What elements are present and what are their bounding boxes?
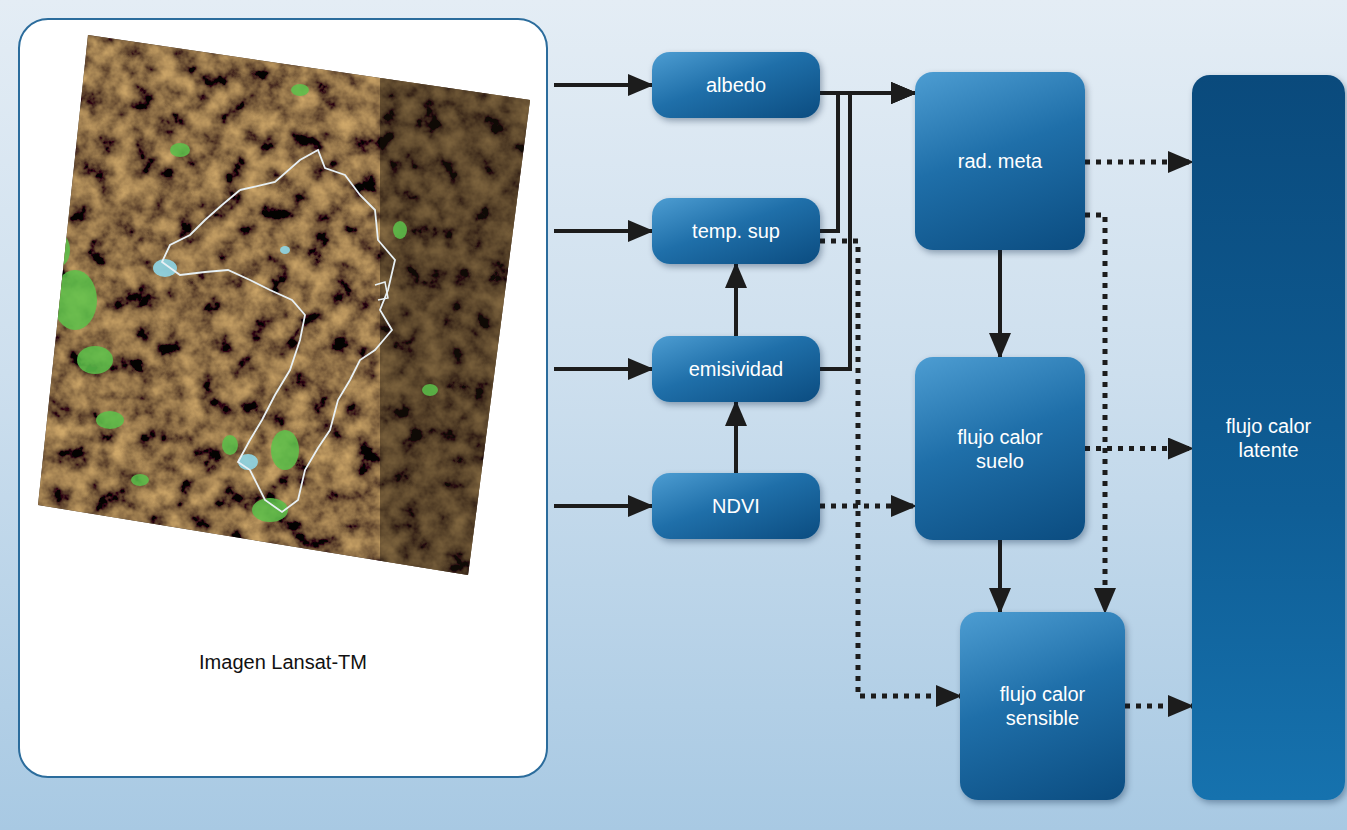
- node-label: NDVI: [712, 494, 760, 518]
- flow-arrow: [998, 540, 1002, 612]
- process-box: rad. meta: [915, 72, 1085, 250]
- node-label: emisividad: [689, 357, 783, 381]
- dotted-arrow: [1085, 446, 1192, 451]
- process-box: flujo calor suelo: [915, 357, 1085, 540]
- flow-arrow: [554, 504, 652, 508]
- flow-arrow: [554, 229, 652, 233]
- flow-arrow: [554, 83, 652, 87]
- node-label: temp. sup: [692, 219, 780, 243]
- panel-ground: [19, 19, 547, 777]
- node-label: flujo calor suelo: [935, 425, 1065, 473]
- node-label: Imagen Lansat-TM: [199, 650, 367, 674]
- node-label: albedo: [706, 73, 766, 97]
- satellite-image: [30, 30, 540, 585]
- node-label: flujo calor sensible: [980, 682, 1105, 730]
- flow-arrow: [820, 93, 915, 369]
- process-box: flujo calor sensible: [960, 612, 1125, 800]
- process-box: emisividad: [652, 336, 820, 402]
- node-label: rad. meta: [958, 149, 1042, 173]
- image-panel: Imagen Lansat-TM: [18, 18, 548, 778]
- flow-arrow: [554, 367, 652, 371]
- node-label: flujo calor latente: [1207, 414, 1330, 462]
- dotted-arrow: [1085, 160, 1192, 165]
- dotted-arrow: [1125, 704, 1192, 709]
- process-box: temp. sup: [652, 198, 820, 264]
- flow-arrow: [734, 264, 738, 336]
- dotted-arrow: [820, 504, 915, 509]
- dotted-arrow: [1085, 215, 1105, 612]
- flow-arrow: [998, 250, 1002, 357]
- flow-arrow: [820, 93, 915, 231]
- process-box: NDVI: [652, 473, 820, 539]
- result-box: flujo calor latente: [1192, 75, 1345, 800]
- flow-arrow: [734, 402, 738, 473]
- process-box: albedo: [652, 52, 820, 118]
